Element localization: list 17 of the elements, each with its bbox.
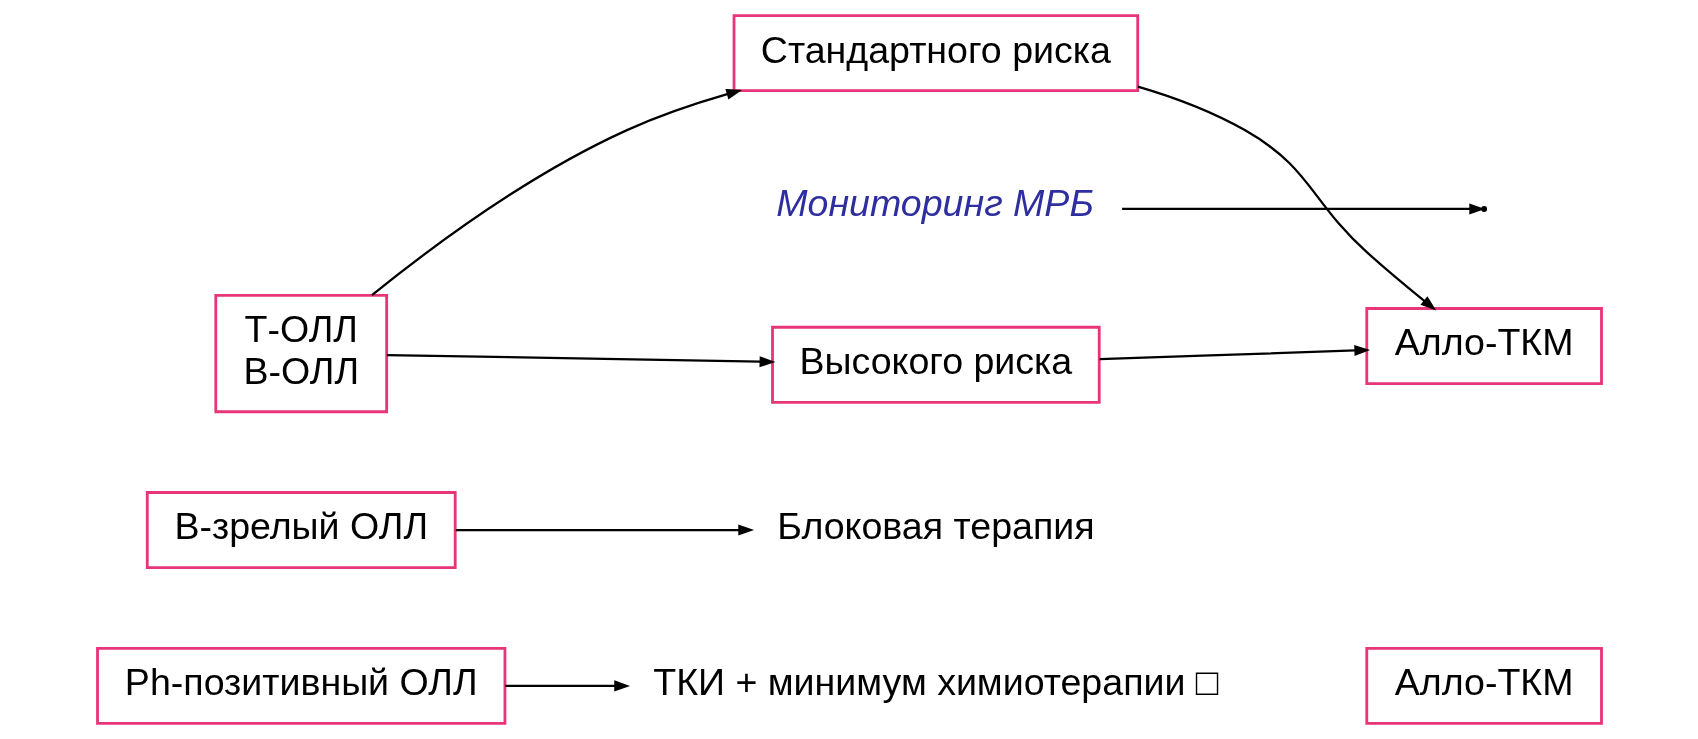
node-box: В-зрелый ОЛЛ (145, 491, 457, 569)
arrow (1137, 85, 1436, 311)
node-text: ТКИ + минимум химиотерапии □ (652, 661, 1219, 704)
node-text: Мониторинг МРБ (775, 182, 1094, 225)
node-box: Ph-позитивный ОЛЛ (95, 646, 506, 725)
node-box: Высокого риска (770, 325, 1101, 404)
arrow (386, 353, 775, 368)
arrow (1121, 203, 1485, 215)
node-box: Алло-ТКМ (1364, 307, 1603, 385)
arrow (504, 680, 630, 692)
node-text: Блоковая терапия (776, 505, 1095, 548)
node-box: Т-ОЛЛ В-ОЛЛ (213, 293, 388, 414)
node-box: Стандартного риска (732, 14, 1139, 93)
arrow (455, 524, 754, 536)
arrow (370, 88, 742, 296)
node-box: Алло-ТКМ (1364, 646, 1603, 725)
arrow (1099, 344, 1370, 361)
